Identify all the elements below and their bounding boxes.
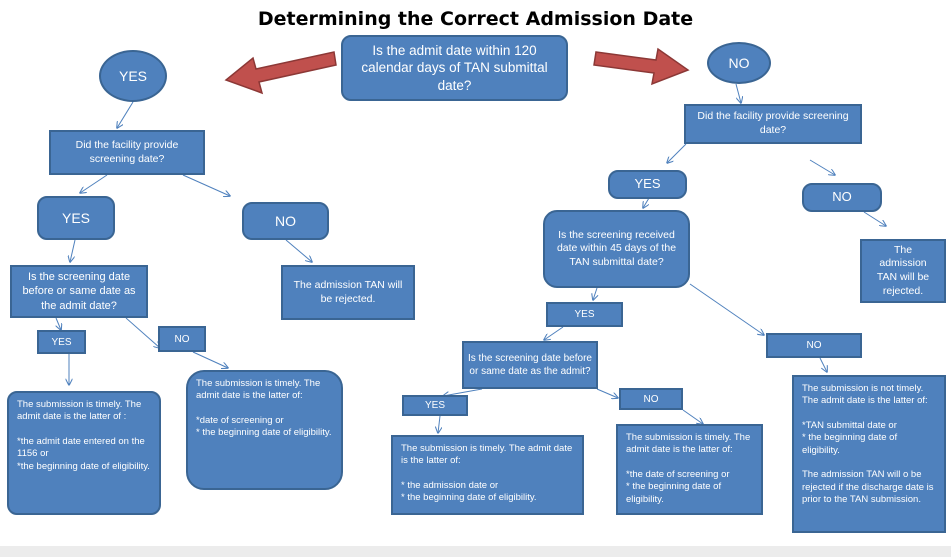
main-question: Is the admit date within 120 calendar da… [341, 35, 568, 101]
connector [643, 197, 650, 208]
connector [443, 388, 483, 396]
connector [593, 287, 597, 300]
connector [70, 239, 76, 262]
right-result-not-timely: The submission is not timely. The admit … [792, 375, 946, 533]
connector [285, 239, 312, 262]
left-result-timely-admit: The submission is timely. The admit date… [7, 391, 161, 515]
right-result-timely-admission: The submission is timely. The admit date… [391, 435, 584, 515]
right-question-45-days: Is the screening received date within 45… [543, 210, 690, 288]
right-no-2: NO [766, 333, 862, 358]
left-question-before-same: Is the screening date before or same dat… [10, 265, 148, 318]
right-yes: YES [608, 170, 687, 199]
connector [182, 174, 230, 196]
right-question-screening-provided: Did the facility provide screening date? [684, 104, 862, 144]
connector [735, 83, 741, 103]
big-arrow-right [593, 47, 690, 86]
left-question-screening-provided: Did the facility provide screening date? [49, 130, 205, 175]
right-no-3: NO [619, 388, 683, 410]
left-yes: YES [37, 196, 115, 240]
connector [192, 351, 228, 368]
main-yes-oval: YES [99, 50, 167, 102]
connector [80, 174, 108, 193]
connector [125, 317, 160, 348]
connector [596, 388, 618, 398]
window-bottom-bar [0, 546, 951, 557]
right-rejected: The admission TAN will be rejected. [860, 239, 946, 303]
connector [682, 409, 703, 424]
left-yes-2: YES [37, 330, 86, 354]
diagram-title: Determining the Correct Admission Date [257, 8, 694, 30]
left-no-2: NO [158, 326, 206, 352]
left-result-timely-screening: The submission is timely. The admit date… [186, 370, 343, 490]
connector [667, 143, 687, 163]
right-question-before-same: Is the screening date before or same dat… [462, 341, 598, 389]
connector [819, 357, 827, 372]
connector [689, 283, 764, 335]
right-result-timely-screening: The submission is timely. The admit date… [616, 424, 763, 515]
right-yes-2: YES [546, 302, 623, 327]
connector [809, 159, 835, 175]
main-no-oval: NO [707, 42, 771, 84]
connector [117, 101, 134, 128]
left-rejected: The admission TAN will be rejected. [281, 265, 415, 320]
connector [438, 415, 440, 433]
connector [863, 211, 886, 226]
big-arrow-left [224, 51, 337, 95]
connector [544, 326, 564, 340]
right-yes-3: YES [402, 395, 468, 416]
left-no: NO [242, 202, 329, 240]
connector [56, 317, 61, 330]
right-no: NO [802, 183, 882, 212]
